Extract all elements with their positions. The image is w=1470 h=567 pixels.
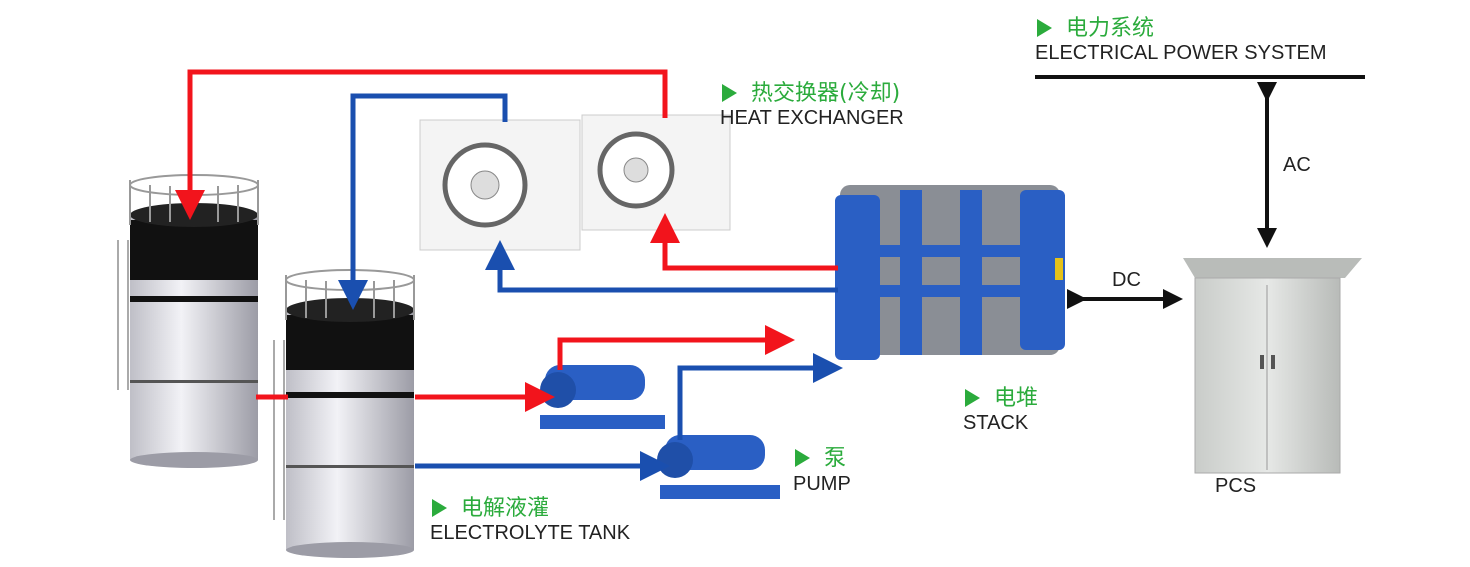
pump-lower <box>657 435 780 499</box>
heat-exchanger-label-cn: 热交换器(冷却) <box>722 75 900 107</box>
triangle-icon <box>795 449 810 467</box>
triangle-icon <box>432 499 447 517</box>
dc-label: DC <box>1112 269 1141 291</box>
stack-cn-text: 电堆 <box>994 386 1039 411</box>
tank-cn-text: 电解液灌 <box>461 496 550 521</box>
stack-unit <box>835 185 1065 360</box>
electrolyte-tank-right <box>273 269 415 558</box>
pcs-label: PCS <box>1215 475 1257 497</box>
triangle-icon <box>722 84 737 102</box>
heat-exchanger-label-en: HEAT EXCHANGER <box>720 107 904 129</box>
pump-cn-text: 泵 <box>824 446 847 471</box>
power-lines <box>1035 75 1365 309</box>
tank-label-cn: 电解液灌 <box>432 490 549 522</box>
power-system-label-cn: 电力系统 <box>1037 10 1154 42</box>
pump-label-cn: 泵 <box>795 440 846 472</box>
tank-label-en: ELECTROLYTE TANK <box>430 522 631 544</box>
power-system-cn-text: 电力系统 <box>1066 16 1155 41</box>
ac-label: AC <box>1283 154 1311 176</box>
heat-exchanger-unit <box>419 114 731 251</box>
stack-label-cn: 电堆 <box>965 380 1038 412</box>
pump-upper <box>540 365 665 429</box>
triangle-icon <box>965 389 980 407</box>
pump-label-en: PUMP <box>793 473 851 495</box>
pcs-cabinet <box>1183 258 1362 474</box>
triangle-icon <box>1037 19 1052 37</box>
blue-flow-lines <box>338 93 843 481</box>
heat-exchanger-cn-text: 热交换器(冷却) <box>751 81 901 106</box>
stack-label-en: STACK <box>963 412 1029 434</box>
power-system-label-en: ELECTRICAL POWER SYSTEM <box>1035 42 1327 64</box>
electrolyte-tank-left <box>117 174 259 468</box>
red-flow-lines <box>175 69 838 412</box>
